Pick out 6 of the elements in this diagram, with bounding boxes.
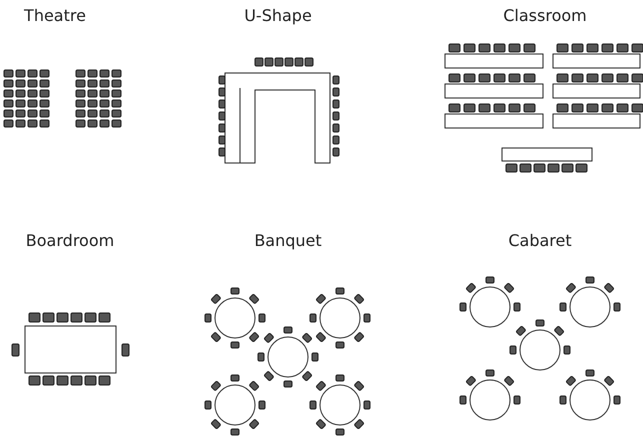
layout-title: Classroom bbox=[503, 6, 587, 25]
layout-title: U-Shape bbox=[244, 6, 312, 25]
layout-title: Banquet bbox=[254, 231, 322, 250]
layout-title: Theatre bbox=[24, 6, 86, 25]
layout-title: Boardroom bbox=[26, 231, 114, 250]
layout-title: Cabaret bbox=[508, 231, 572, 250]
